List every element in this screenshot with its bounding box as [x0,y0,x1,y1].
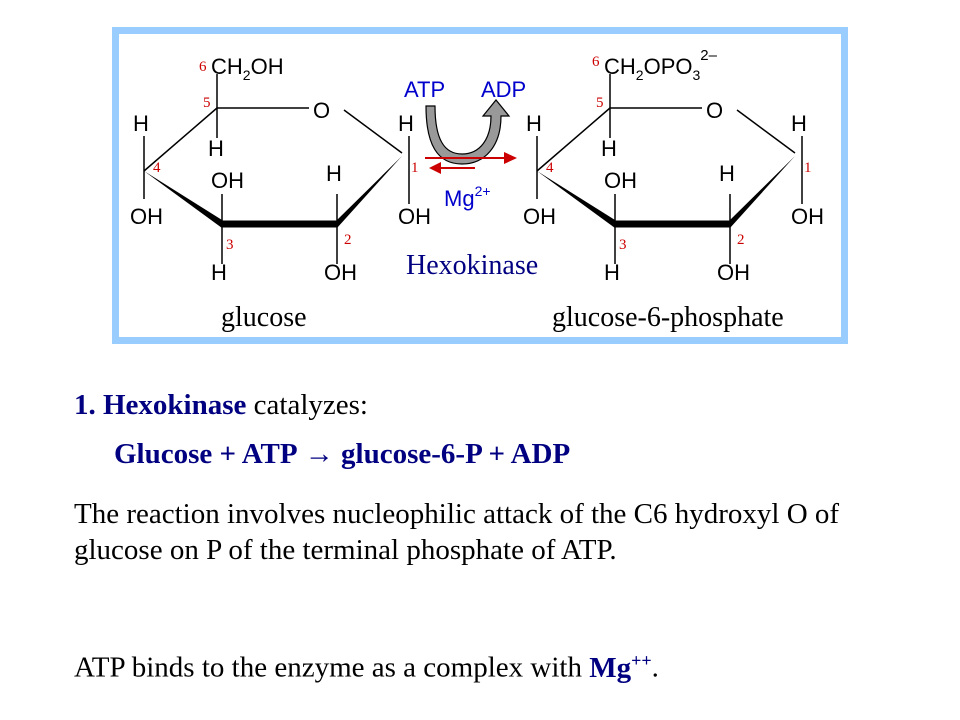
glucose-name-label: glucose [221,302,307,333]
binding-bold: Mg++ [589,650,652,684]
enzyme-label: Hexokinase [406,250,538,281]
equation-right: glucose-6-P + ADP [341,438,571,470]
h-c4-top-label: H [133,111,149,136]
oh-c4-label: OH [130,204,163,229]
bond-c4-c3-wedge [537,171,615,228]
cofactor-label: Mg2+ [444,183,491,211]
h-c3-bottom-label: H [604,260,620,285]
glucose-6-phosphate-structure: 6 CH2OPO32– 5 O H H H 4 OH H 1 OH OH 2 3… [523,47,824,333]
carbon-number-6: 6 [199,59,207,75]
forward-arrow-icon [504,152,517,164]
binding-sentence: ATP binds to the enzyme as a complex wit… [74,642,659,686]
oh-c1-bottom-label: OH [791,204,824,229]
binding-end: . [651,651,659,684]
reaction-equation: Glucose + ATP → glucose-6-P + ADP [114,436,570,472]
carbon-number-5: 5 [203,95,211,111]
item-rest: catalyzes: [253,389,368,421]
item-number: 1. [74,389,96,421]
carbon-number-2: 2 [344,232,352,248]
h-c2-top-label: H [719,161,735,186]
reverse-arrow-icon [429,162,441,174]
h-c5-bottom-label: H [601,136,617,161]
c6-phosphate-group-label: CH2OPO32– [604,47,718,83]
bond-c4-c5 [143,107,218,172]
carbon-number-5: 5 [596,95,604,111]
atp-label: ATP [404,77,445,102]
carbon-number-1: 1 [411,160,419,176]
carbon-number-2: 2 [737,232,745,248]
c6-group-label: CH2OH [211,54,284,83]
reaction-diagram-frame: 6 CH2OH 5 O H H H 4 OH H 1 OH OH 2 3 H O… [112,27,848,344]
bond-c2-c1-wedge [337,156,402,228]
bond-c2-c1-wedge [730,156,795,228]
curved-arrow-icon [425,99,511,165]
bond-c4-c3-wedge [144,171,222,228]
carbon-number-4: 4 [546,160,554,176]
mechanism-paragraph: The reaction involves nucleophilic attac… [74,498,840,566]
ring-oxygen-label: O [706,98,723,123]
bond-c4-c5 [536,107,611,172]
h-c1-top-label: H [791,111,807,136]
carbon-number-3: 3 [619,237,627,253]
oh-c4-label: OH [523,204,556,229]
adp-label: ADP [481,77,526,102]
h-c3-bottom-label: H [211,260,227,285]
oh-c2-bottom-label: OH [324,260,357,285]
h-c1-top-label: H [398,111,414,136]
equation-left: Glucose + ATP [114,438,298,470]
reaction-center: ATP ADP Mg2+ Hexokinase [404,77,538,281]
bond-o-c1 [343,109,403,154]
carbon-number-6: 6 [592,54,600,70]
item-enzyme: Hexokinase [103,389,247,421]
carbon-number-4: 4 [153,160,161,176]
bond-o-c1 [736,109,796,154]
oh-c3-top-label: OH [211,168,244,193]
oh-c3-top-label: OH [604,168,637,193]
oh-c1-bottom-label: OH [398,204,431,229]
oh-c2-bottom-label: OH [717,260,750,285]
item-heading: 1. Hexokinase catalyzes: [74,387,368,423]
h-c2-top-label: H [326,161,342,186]
product-name-label: glucose-6-phosphate [552,302,784,333]
glucose-structure: 6 CH2OH 5 O H H H 4 OH H 1 OH OH 2 3 H O… [130,54,431,333]
ring-oxygen-label: O [313,98,330,123]
reaction-diagram: 6 CH2OH 5 O H H H 4 OH H 1 OH OH 2 3 H O… [130,47,824,333]
equation-arrow: → [304,438,334,470]
binding-text: ATP binds to the enzyme as a complex wit… [74,651,582,684]
h-c5-bottom-label: H [208,136,224,161]
carbon-number-3: 3 [226,237,234,253]
h-c4-top-label: H [526,111,542,136]
carbon-number-1: 1 [804,160,812,176]
